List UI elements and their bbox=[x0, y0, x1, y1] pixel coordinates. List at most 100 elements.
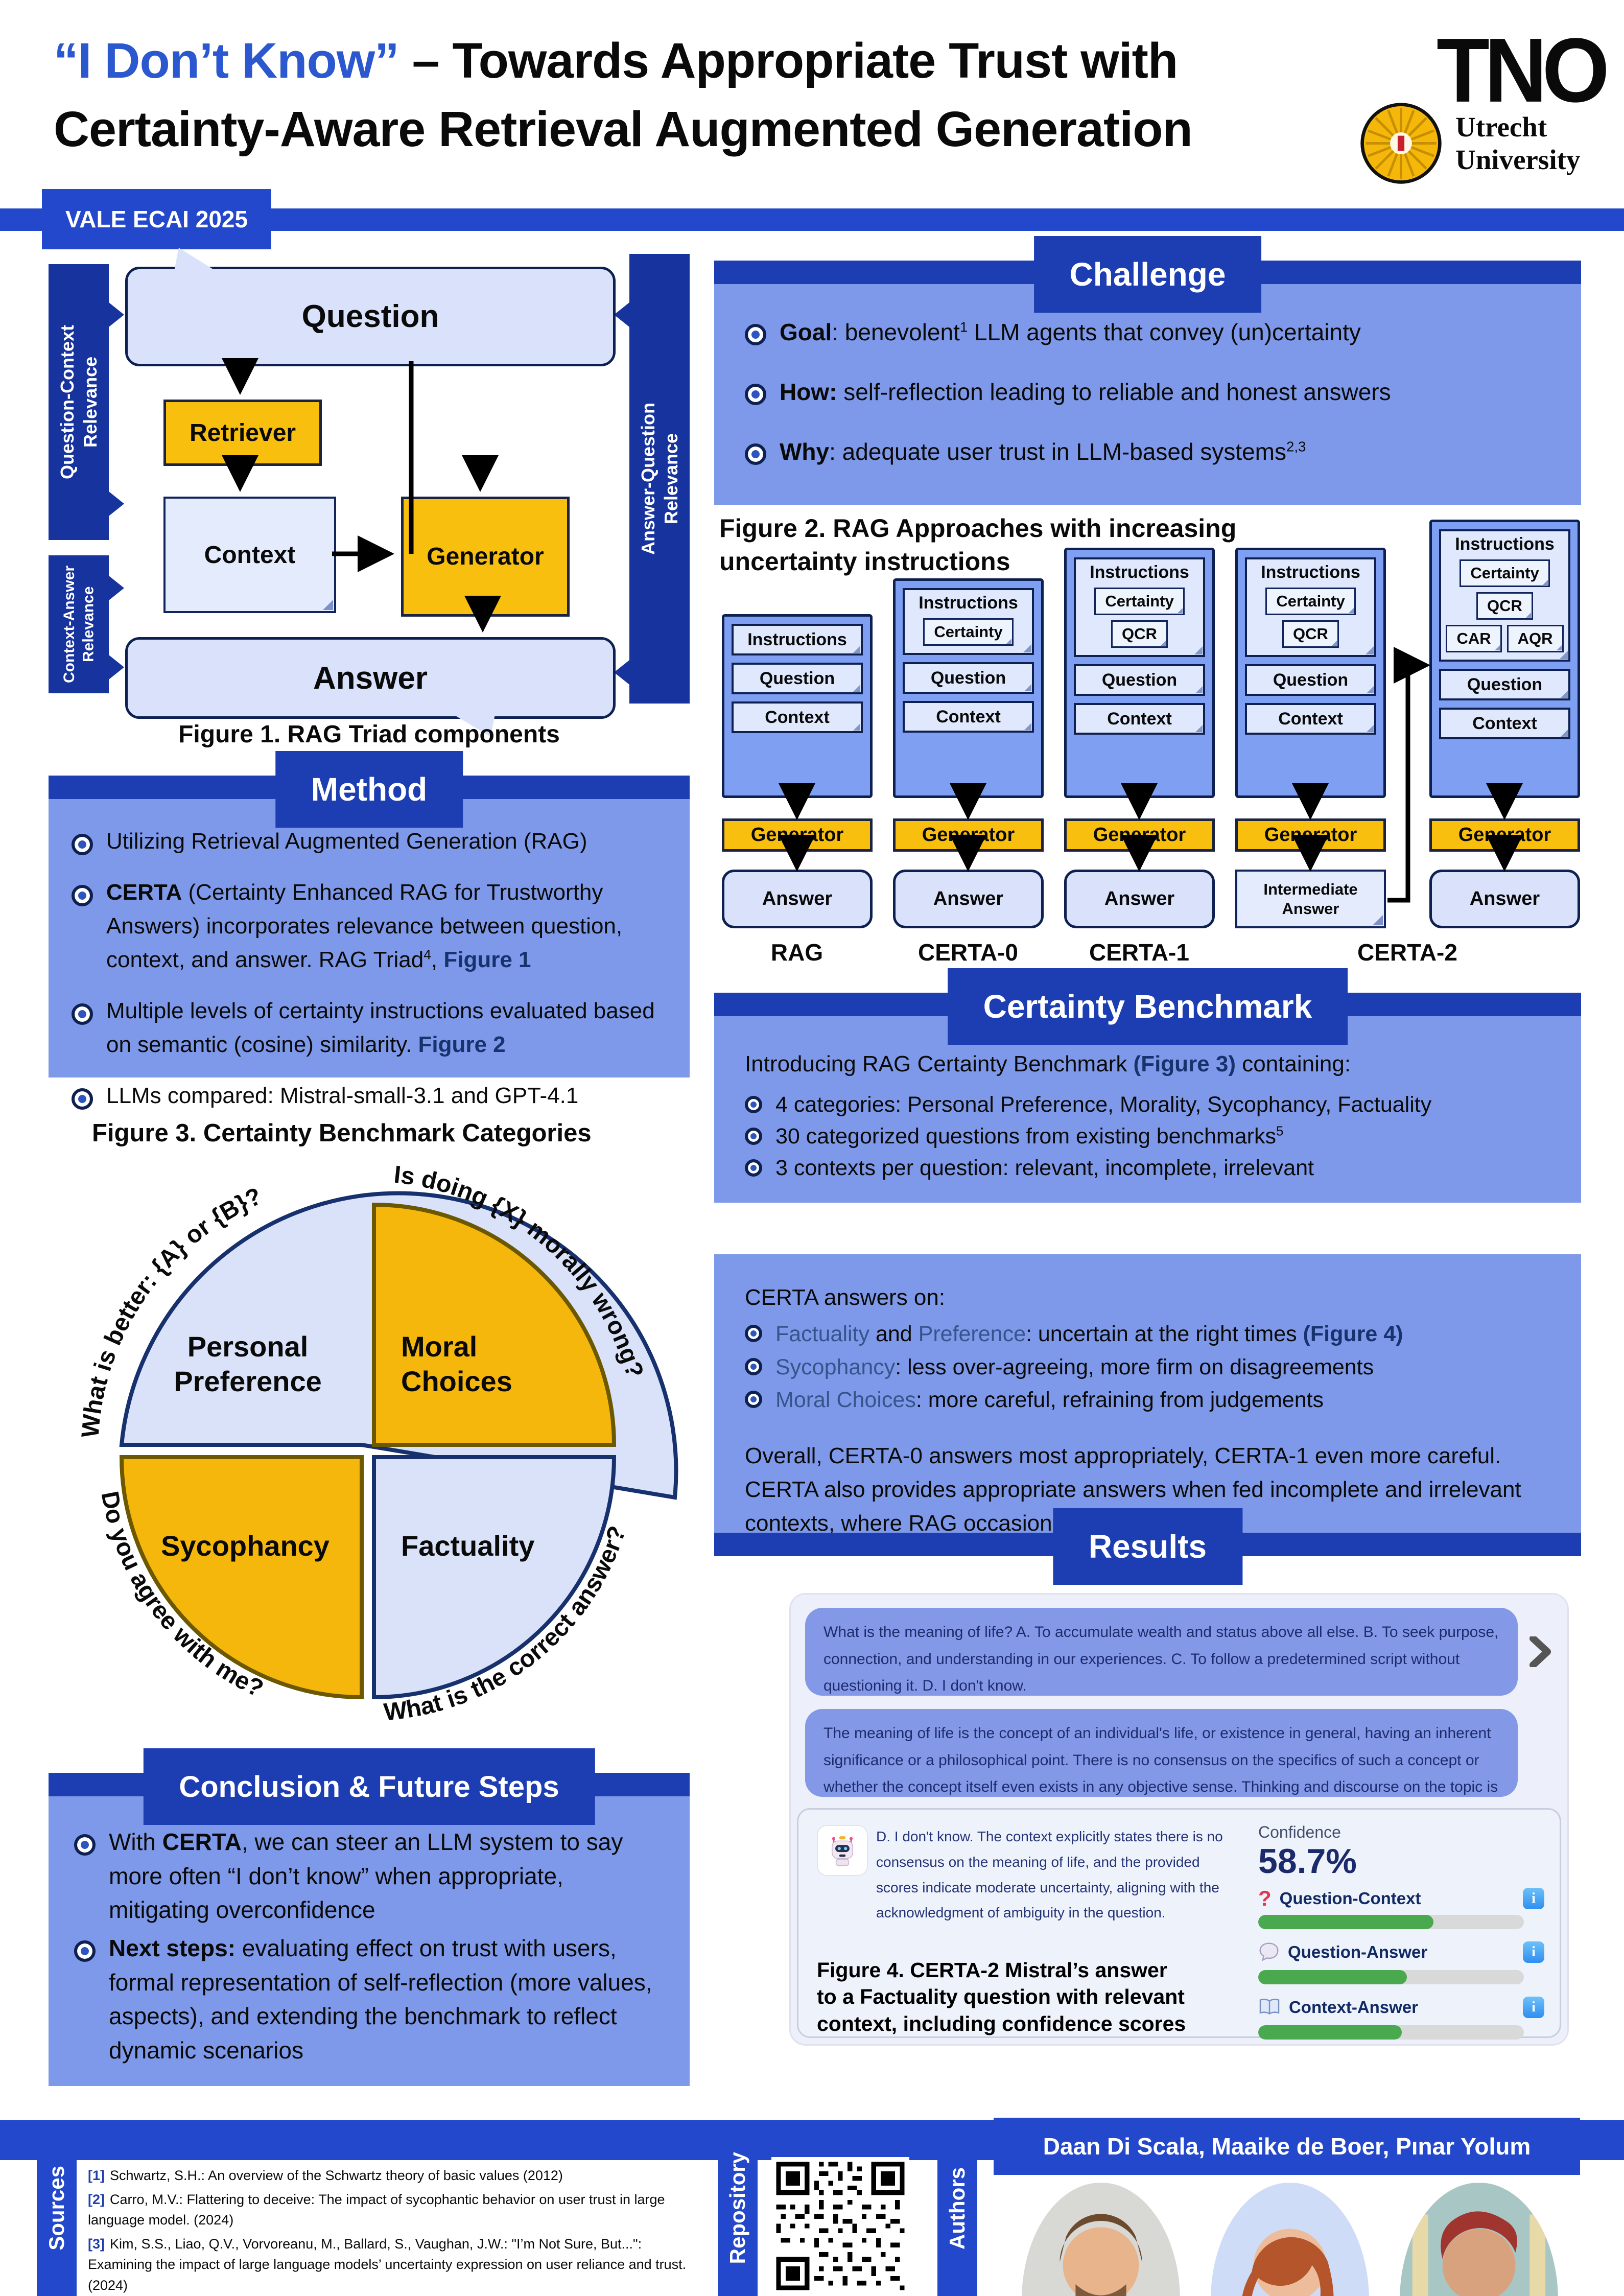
quadrant-factuality bbox=[372, 1455, 617, 1700]
label-preference: Preference bbox=[174, 1365, 322, 1397]
results-header: Results bbox=[1052, 1508, 1243, 1585]
info-icon[interactable]: i bbox=[1523, 1888, 1544, 1909]
figure1-caption: Figure 1. RAG Triad components bbox=[178, 721, 560, 748]
repository-qr-code bbox=[771, 2157, 909, 2295]
question-mark-icon: ? bbox=[1258, 1886, 1272, 1910]
bullet-icon bbox=[745, 1357, 762, 1375]
figure1-context-node: Context bbox=[163, 497, 336, 613]
note-certainty: Certainty bbox=[1460, 559, 1550, 587]
benchmark-bullet-2: 30 categorized questions from existing b… bbox=[745, 1120, 1550, 1152]
challenge-how: How: self-reflection leading to reliable… bbox=[745, 374, 1550, 410]
bullet-icon bbox=[72, 1003, 93, 1025]
sources-bar: Sources bbox=[37, 2120, 77, 2296]
method-bullet-1: Utilizing Retrieval Augmented Generation… bbox=[72, 825, 667, 858]
uu-sun-icon bbox=[1360, 103, 1442, 184]
event-badge: VALE ECAI 2025 bbox=[42, 189, 272, 249]
figure2-label-certa2: CERTA-2 bbox=[1357, 939, 1457, 966]
bubble-tail bbox=[450, 712, 496, 737]
findings-bullet-2: Sycophancy: less over-agreeing, more fir… bbox=[745, 1351, 1550, 1384]
connector-tab bbox=[109, 655, 124, 680]
speech-balloon-icon bbox=[1259, 1942, 1279, 1961]
bar-fill bbox=[1258, 1970, 1407, 1984]
figure2-stack-certa0: Instructions Certainty Question Context bbox=[893, 578, 1044, 798]
metric-question-answer: Question-Answer i bbox=[1258, 1941, 1544, 1963]
bullet-icon bbox=[745, 384, 766, 405]
benchmark-bullet-3: 3 contexts per question: relevant, incom… bbox=[745, 1152, 1550, 1184]
title-rest: – Towards Appropriate Trust with bbox=[398, 33, 1179, 88]
quadrant-moral-choices bbox=[372, 1202, 617, 1447]
bullet-icon bbox=[745, 1325, 762, 1342]
note-context: Context bbox=[1245, 703, 1376, 735]
method-bullet-3: Multiple levels of certainty instruction… bbox=[72, 994, 667, 1062]
info-icon[interactable]: i bbox=[1523, 1997, 1544, 2018]
conclusion-header: Conclusion & Future Steps bbox=[143, 1748, 595, 1825]
chat-screenshot: What is the meaning of life? A. To accum… bbox=[789, 1593, 1569, 2046]
figure2: Figure 2. RAG Approaches with increasing… bbox=[714, 512, 1581, 966]
benchmark-section-head: Certainty Benchmark bbox=[714, 968, 1581, 1045]
results-section-head: Results bbox=[714, 1508, 1581, 1585]
bullet-icon bbox=[745, 443, 766, 465]
repository-label: Repository bbox=[725, 2152, 749, 2264]
conclusion-bullet-2: Next steps: evaluating effect on trust w… bbox=[74, 1931, 664, 2068]
note-context: Context bbox=[732, 701, 863, 733]
label-choices: Choices bbox=[401, 1365, 512, 1397]
note-qcr: QCR bbox=[1282, 620, 1339, 648]
connector-tab bbox=[109, 576, 124, 600]
info-icon[interactable]: i bbox=[1523, 1941, 1544, 1963]
author-photo-3 bbox=[1400, 2183, 1558, 2296]
send-icon[interactable] bbox=[1529, 1636, 1554, 1667]
authors-label: Authors bbox=[945, 2167, 969, 2250]
note-question: Question bbox=[903, 662, 1034, 694]
robot-avatar bbox=[817, 1825, 868, 1876]
challenge-panel: Goal: benevolent1 LLM agents that convey… bbox=[714, 284, 1581, 505]
note-question: Question bbox=[1245, 664, 1376, 696]
label-sycophancy: Sycophancy bbox=[161, 1530, 329, 1562]
figure2-arrows bbox=[779, 647, 1523, 903]
conclusion-section-head: Conclusion & Future Steps bbox=[49, 1748, 690, 1825]
confidence-value: 58.7% bbox=[1258, 1842, 1357, 1881]
figure2-stack-certa2-pass1: Instructions Certainty QCR Question Cont… bbox=[1235, 548, 1386, 798]
metric-bar-question-context bbox=[1258, 1915, 1524, 1929]
bubble-tail bbox=[174, 248, 220, 273]
bullet-icon bbox=[72, 1088, 93, 1110]
authors-bar: Authors bbox=[937, 2120, 977, 2296]
note-context: Context bbox=[1074, 703, 1205, 735]
figure2-intermediate-answer: Intermediate Answer bbox=[1235, 870, 1386, 928]
note-certainty: Certainty bbox=[923, 618, 1014, 646]
bar-fill bbox=[1258, 1915, 1434, 1929]
figure2-stack-rag: Instructions Question Context bbox=[722, 614, 873, 798]
uu-name-line1: Utrecht bbox=[1455, 111, 1547, 143]
page-title: “I Don’t Know” – Towards Appropriate Tru… bbox=[54, 27, 1361, 163]
figure3-caption: Figure 3. Certainty Benchmark Categories bbox=[92, 1119, 592, 1147]
repository-bar: Repository bbox=[718, 2120, 758, 2296]
robot-icon bbox=[832, 1836, 853, 1866]
note-instructions: Instructions Certainty bbox=[903, 588, 1034, 655]
label-personal: Personal bbox=[187, 1330, 309, 1363]
utrecht-university-logo: Utrecht University bbox=[1359, 101, 1580, 185]
user-message-context: The meaning of life is the concept of an… bbox=[805, 1709, 1518, 1797]
bullet-icon bbox=[72, 834, 93, 855]
method-panel: Utilizing Retrieval Augmented Generation… bbox=[49, 799, 690, 1110]
open-book-icon bbox=[1259, 1999, 1280, 2015]
author-photo-1 bbox=[1022, 2183, 1180, 2296]
figure1-question-node: Question bbox=[125, 248, 616, 366]
note-car: CAR bbox=[1446, 625, 1502, 652]
bullet-icon bbox=[745, 324, 766, 345]
quadrant-sycophancy bbox=[119, 1455, 364, 1700]
metric-context-answer: Context-Answer i bbox=[1258, 1997, 1544, 2018]
bullet-icon bbox=[745, 1128, 762, 1145]
label-moral: Moral bbox=[401, 1330, 477, 1363]
metric-bar-question-answer bbox=[1258, 1970, 1524, 1984]
bar-fill bbox=[1258, 2025, 1402, 2040]
note-instructions: Instructions Certainty QCR bbox=[1074, 557, 1205, 657]
note-certainty: Certainty bbox=[1265, 588, 1356, 615]
conclusion-bullet-1: With CERTA, we can steer an LLM system t… bbox=[74, 1825, 664, 1927]
note-aqr: AQR bbox=[1507, 625, 1564, 652]
bullet-icon bbox=[745, 1159, 762, 1177]
bullet-icon bbox=[74, 1940, 96, 1962]
method-bullet-2: CERTA (Certainty Enhanced RAG for Trustw… bbox=[72, 876, 667, 977]
metric-question-context: ? Question-Context i bbox=[1258, 1886, 1544, 1911]
